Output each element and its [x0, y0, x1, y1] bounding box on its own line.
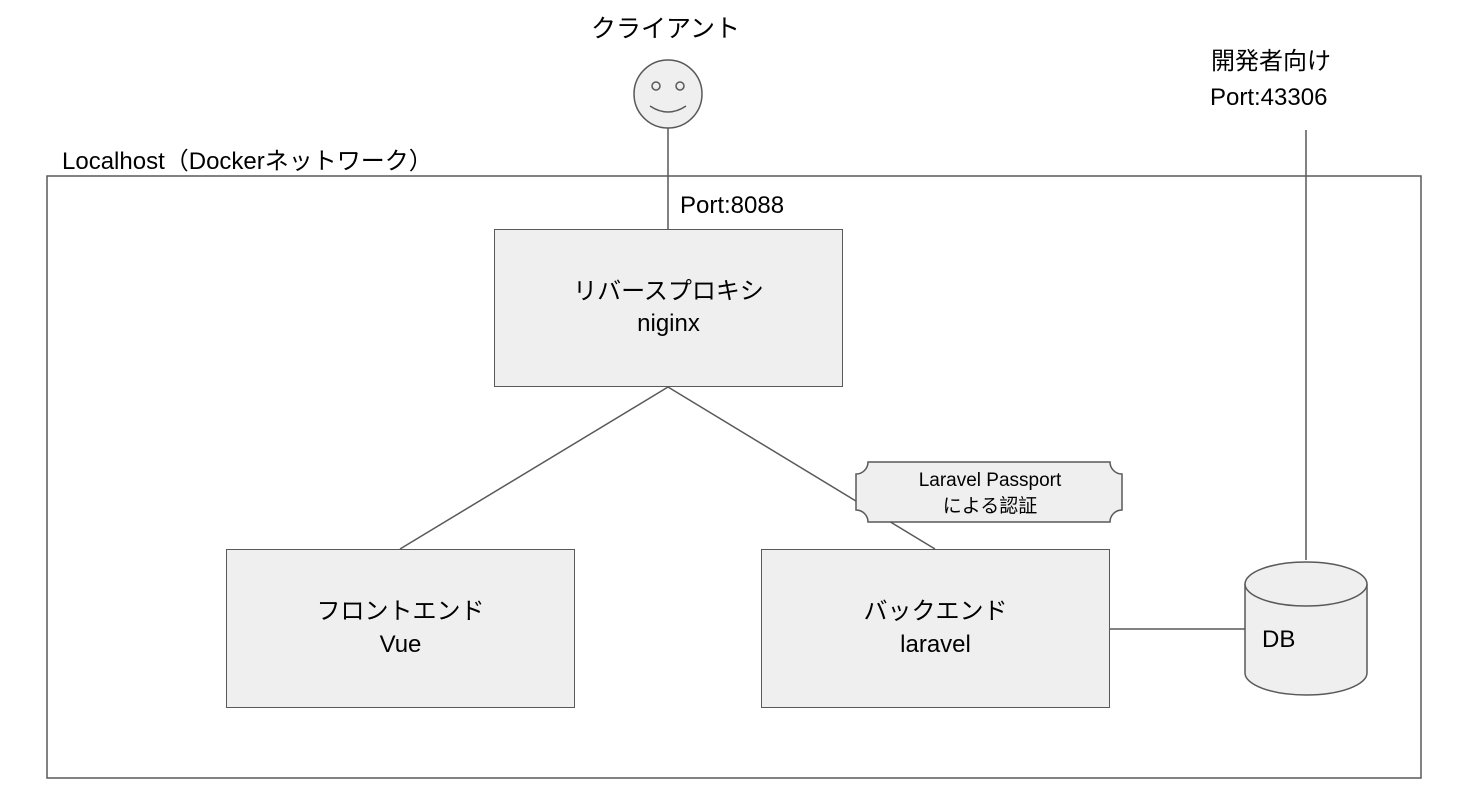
reverse-proxy-title: リバースプロキシ [573, 277, 764, 305]
auth-note-plaque [855, 461, 1123, 523]
proxy-port-label: Port:8088 [680, 192, 785, 219]
client-label: クライアント [591, 15, 741, 43]
backend-title: バックエンド [863, 598, 1008, 626]
auth-note: Laravel Passport による認証 [862, 468, 1118, 519]
frontend-title: フロントエンド [316, 598, 485, 626]
auth-note-line2: による認証 [942, 495, 1038, 517]
backend-box: バックエンド laravel [761, 549, 1110, 708]
backend-subtitle: laravel [900, 630, 971, 658]
frontend-box: フロントエンド Vue [226, 549, 575, 708]
smiley-face-icon [633, 59, 703, 129]
reverse-proxy-box: リバースプロキシ niginx [494, 229, 843, 387]
developer-label: 開発者向け [1211, 48, 1331, 75]
docker-network-boundary [46, 175, 1422, 779]
proxy-to-frontend-line [399, 386, 669, 550]
reverse-proxy-subtitle: niginx [637, 310, 700, 337]
frontend-subtitle: Vue [379, 630, 422, 658]
auth-note-line1: Laravel Passport [918, 470, 1062, 491]
database-cylinder-icon [1244, 561, 1368, 696]
network-label: Localhost（Dockerネットワーク） [62, 148, 433, 175]
db-label: DB [1262, 626, 1296, 653]
developer-port-label: Port:43306 [1210, 84, 1328, 111]
